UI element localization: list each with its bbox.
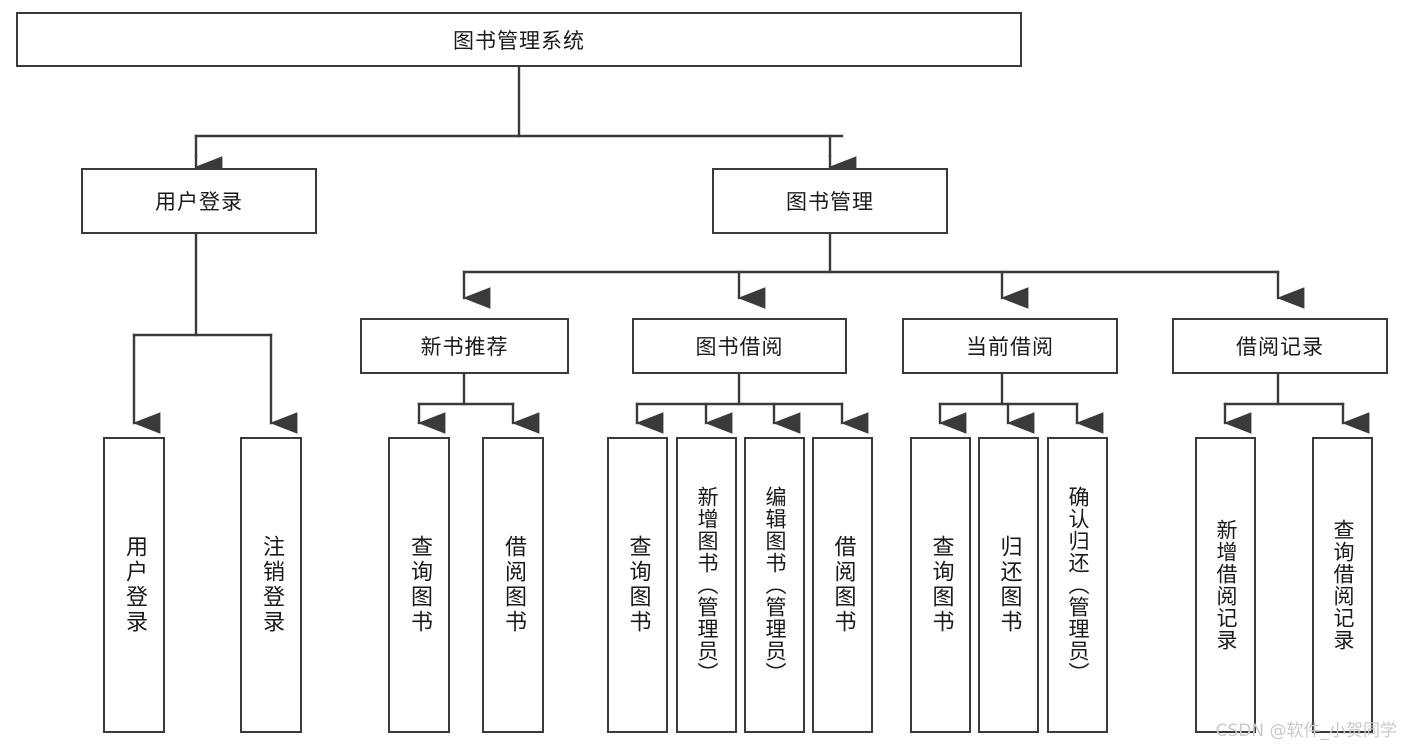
leaf-query-book-new-rec[interactable]: 查询图书 bbox=[388, 437, 450, 733]
leaf-query-borrow-record[interactable]: 查询借阅记录 bbox=[1312, 437, 1373, 733]
leaf-borrow-book-borrow[interactable]: 借阅图书 bbox=[812, 437, 873, 733]
leaf-add-book-admin[interactable]: 新增图书（管理员） bbox=[676, 437, 737, 733]
leaf-edit-book-admin[interactable]: 编辑图书（管理员） bbox=[744, 437, 805, 733]
node-current-borrow[interactable]: 当前借阅 bbox=[902, 318, 1118, 374]
node-book-manage[interactable]: 图书管理 bbox=[712, 168, 948, 234]
leaf-query-book-borrow[interactable]: 查询图书 bbox=[607, 437, 668, 733]
leaf-user-login[interactable]: 用户登录 bbox=[103, 437, 165, 733]
node-book-borrow[interactable]: 图书借阅 bbox=[632, 318, 847, 374]
node-root-book-management-system[interactable]: 图书管理系统 bbox=[16, 12, 1022, 67]
leaf-borrow-book-new-rec[interactable]: 借阅图书 bbox=[482, 437, 544, 733]
leaf-query-book-current[interactable]: 查询图书 bbox=[910, 437, 971, 733]
leaf-logout-login[interactable]: 注销登录 bbox=[240, 437, 302, 733]
leaf-return-book[interactable]: 归还图书 bbox=[978, 437, 1039, 733]
leaf-confirm-return-admin[interactable]: 确认归还（管理员） bbox=[1047, 437, 1108, 733]
csdn-watermark: CSDN @软件_小贺同学 bbox=[1215, 721, 1397, 741]
node-borrow-record[interactable]: 借阅记录 bbox=[1172, 318, 1388, 374]
node-user-login[interactable]: 用户登录 bbox=[81, 168, 317, 234]
leaf-add-borrow-record[interactable]: 新增借阅记录 bbox=[1195, 437, 1256, 733]
node-new-book-recommend[interactable]: 新书推荐 bbox=[360, 318, 569, 374]
